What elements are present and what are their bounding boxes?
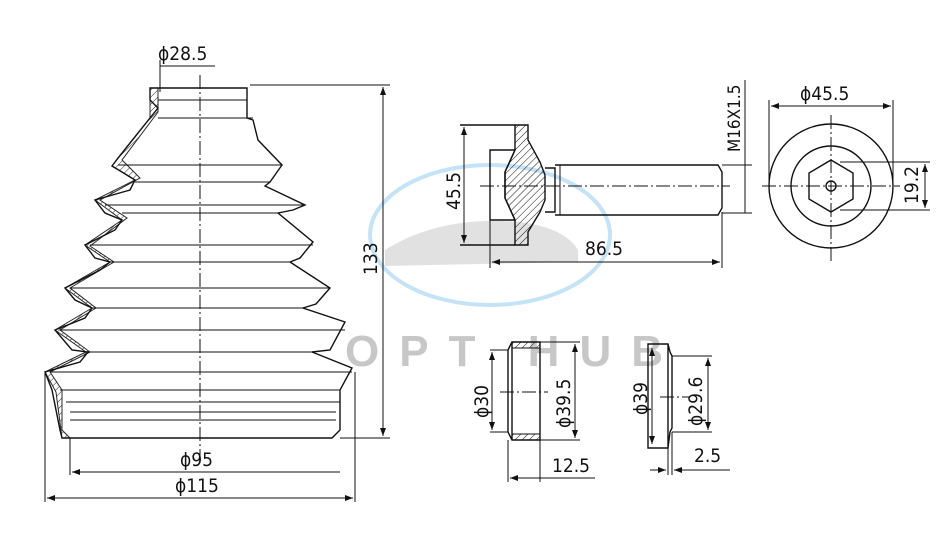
bolt-head-outline [460, 124, 517, 246]
bushing-2-drawing: ϕ39 ϕ29.6 2.5 [630, 343, 730, 475]
bushing-1-width-label: 12.5 [552, 455, 590, 477]
boot-height-label: 133 [360, 242, 382, 275]
bushing-2-width-label: 2.5 [694, 445, 721, 467]
bolt-drawing: 45.5 86.5 M16X1.5 [443, 80, 752, 268]
boot-right-profile [200, 87, 353, 439]
watermark-text: OPT HUB [345, 327, 683, 376]
watermark: OPT HUB [345, 163, 683, 376]
bushing-2-inner-label: ϕ29.6 [685, 377, 707, 426]
bushing-1-drawing: ϕ30 ϕ39.5 12.5 [471, 341, 595, 482]
bolt-length-label: 86.5 [585, 238, 623, 260]
watermark-car-icon [385, 220, 578, 266]
bushing-2-outline [647, 343, 673, 449]
boot-small-diameter-label: ϕ28.5 [158, 43, 207, 65]
boot-outer-diameter-label: ϕ115 [175, 475, 219, 497]
bushing-1-inner-label: ϕ30 [471, 385, 493, 418]
bolt-head-height-label: 45.5 [443, 172, 465, 210]
bushing-1-outer-label: ϕ39.5 [553, 379, 575, 428]
boot-section-hatch [44, 87, 159, 439]
boot-left-profile [44, 87, 200, 439]
bolt-end-view: ϕ45.5 19.2 [762, 83, 930, 262]
hex-size-label: 19.2 [901, 166, 923, 204]
bushing-1-hatch [511, 341, 541, 349]
boot-fold-lines [50, 99, 352, 421]
boot-inner-diameter-label: ϕ95 [180, 449, 213, 471]
bolt-thread-label: M16X1.5 [725, 85, 745, 152]
bushing-2-outer-label: ϕ39 [630, 382, 652, 415]
head-diameter-label: ϕ45.5 [800, 83, 849, 105]
bolt-shaft [545, 164, 723, 216]
cv-boot-drawing: ϕ28.5 133 ϕ95 ϕ115 [44, 43, 390, 502]
bushing-1-hatch [511, 433, 541, 441]
